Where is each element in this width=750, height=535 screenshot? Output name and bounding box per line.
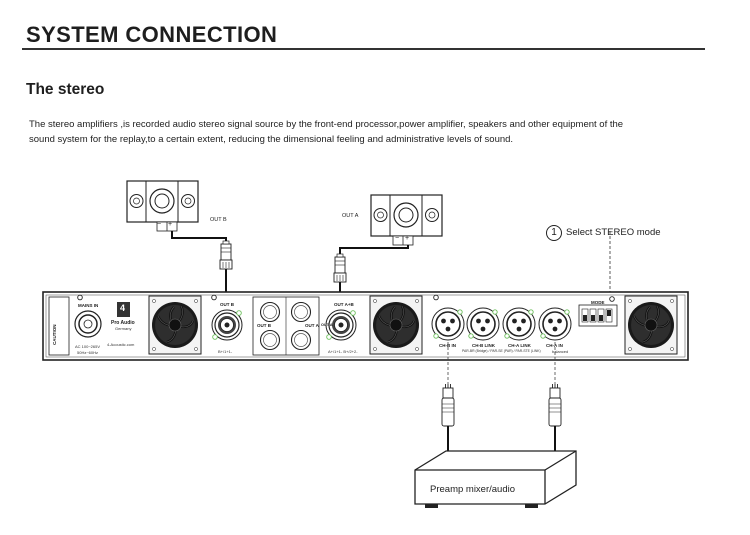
callout-number: 1: [546, 225, 562, 241]
out-b-speaker-label: OUT B: [210, 217, 227, 223]
binding-out-b-label: OUT B: [257, 323, 271, 328]
panel-screws: [77, 294, 615, 302]
out-b-pins: B+/1+1-: [218, 349, 233, 354]
power-spec-2: 50Hz~60Hz: [77, 350, 99, 355]
balanced-note: balanced: [552, 349, 569, 354]
left-speaker-minus: −: [157, 221, 162, 228]
xlr-ch-a-in[interactable]: [538, 307, 572, 341]
left-speaker: [126, 180, 199, 223]
left-speaker-plus: +: [168, 221, 173, 228]
out-a-speaker-label: OUT A: [342, 213, 359, 219]
xlr-plug-ch-a: [548, 383, 562, 427]
description-line-2: sound system for the replay,to a certain…: [29, 134, 514, 145]
binding-post-b-plus[interactable]: [259, 301, 281, 323]
xlr-ch-b-in[interactable]: [431, 307, 465, 341]
cooling-fan-2: [368, 294, 424, 356]
section-title: The stereo: [26, 81, 105, 98]
xlr-ch-a-link[interactable]: [502, 307, 536, 341]
description-line-1: The stereo amplifiers ,is recorded audio…: [29, 119, 624, 130]
brand-site: 4-Acoustic.com: [107, 342, 135, 347]
binding-out-a-label: OUT A: [305, 323, 319, 328]
power-spec-1: AC 100~265V: [75, 344, 101, 349]
xlr-ch-b-link[interactable]: [466, 307, 500, 341]
binding-post-a-minus[interactable]: [290, 301, 312, 323]
cooling-fan-3: [623, 294, 679, 356]
description-paragraph: The stereo amplifiers ,is recorded audio…: [29, 117, 719, 147]
right-speaker-terminal: [392, 235, 414, 246]
brand-logo: [117, 302, 130, 317]
brand-number: 4: [120, 303, 126, 313]
right-speaker: [370, 194, 443, 237]
ch-a-in-label: CH-A IN: [546, 343, 563, 348]
page-title: SYSTEM CONNECTION: [26, 22, 278, 47]
mains-inlet[interactable]: [74, 310, 102, 338]
ch-a-link-label: CH-A LINK: [508, 343, 531, 348]
caution-strip: [48, 296, 70, 356]
out-b-label: OUT B: [220, 302, 234, 307]
binding-post-a-plus[interactable]: [290, 329, 312, 351]
speakon-plug-a: [333, 253, 347, 283]
preamp-mixer: [414, 450, 577, 508]
link-note: PAR-BR (Bridge) / PAR-SE (PAR) / PAR-STE…: [462, 349, 541, 353]
right-speaker-minus: −: [395, 235, 400, 242]
xlr-plug-ch-b: [441, 383, 455, 427]
right-speaker-plus: +: [405, 235, 410, 242]
speakon-plug-b: [219, 240, 233, 270]
mode-label: MODE: [591, 300, 605, 305]
binding-post-b-minus[interactable]: [259, 329, 281, 351]
left-speaker-terminal: [156, 221, 178, 232]
cooling-fan-1: [147, 294, 203, 356]
callout-text: Select STEREO mode: [566, 227, 661, 238]
caution-label: CAUTION: [52, 324, 57, 346]
mains-in-label: MAINS IN: [78, 303, 99, 308]
title-divider: [22, 48, 705, 50]
brand-line-1: Pro Audio: [111, 320, 135, 326]
speakon-out-b[interactable]: [211, 309, 243, 341]
brand-line-2: Germany: [115, 326, 132, 331]
input-cable-dashed: [447, 342, 556, 384]
out-a-label: OUT A: [321, 323, 333, 327]
preamp-label: Preamp mixer/audio: [430, 484, 516, 495]
out-ab-label: OUT A+B: [334, 302, 354, 307]
out-a-pins: A+/1+1- B+/2+2-: [328, 349, 358, 354]
ch-b-link-label: CH-B LINK: [472, 343, 495, 348]
mode-switch-block[interactable]: [578, 304, 618, 327]
ch-b-in-label: CH-B IN: [439, 343, 456, 348]
binding-post-group: [252, 296, 320, 356]
